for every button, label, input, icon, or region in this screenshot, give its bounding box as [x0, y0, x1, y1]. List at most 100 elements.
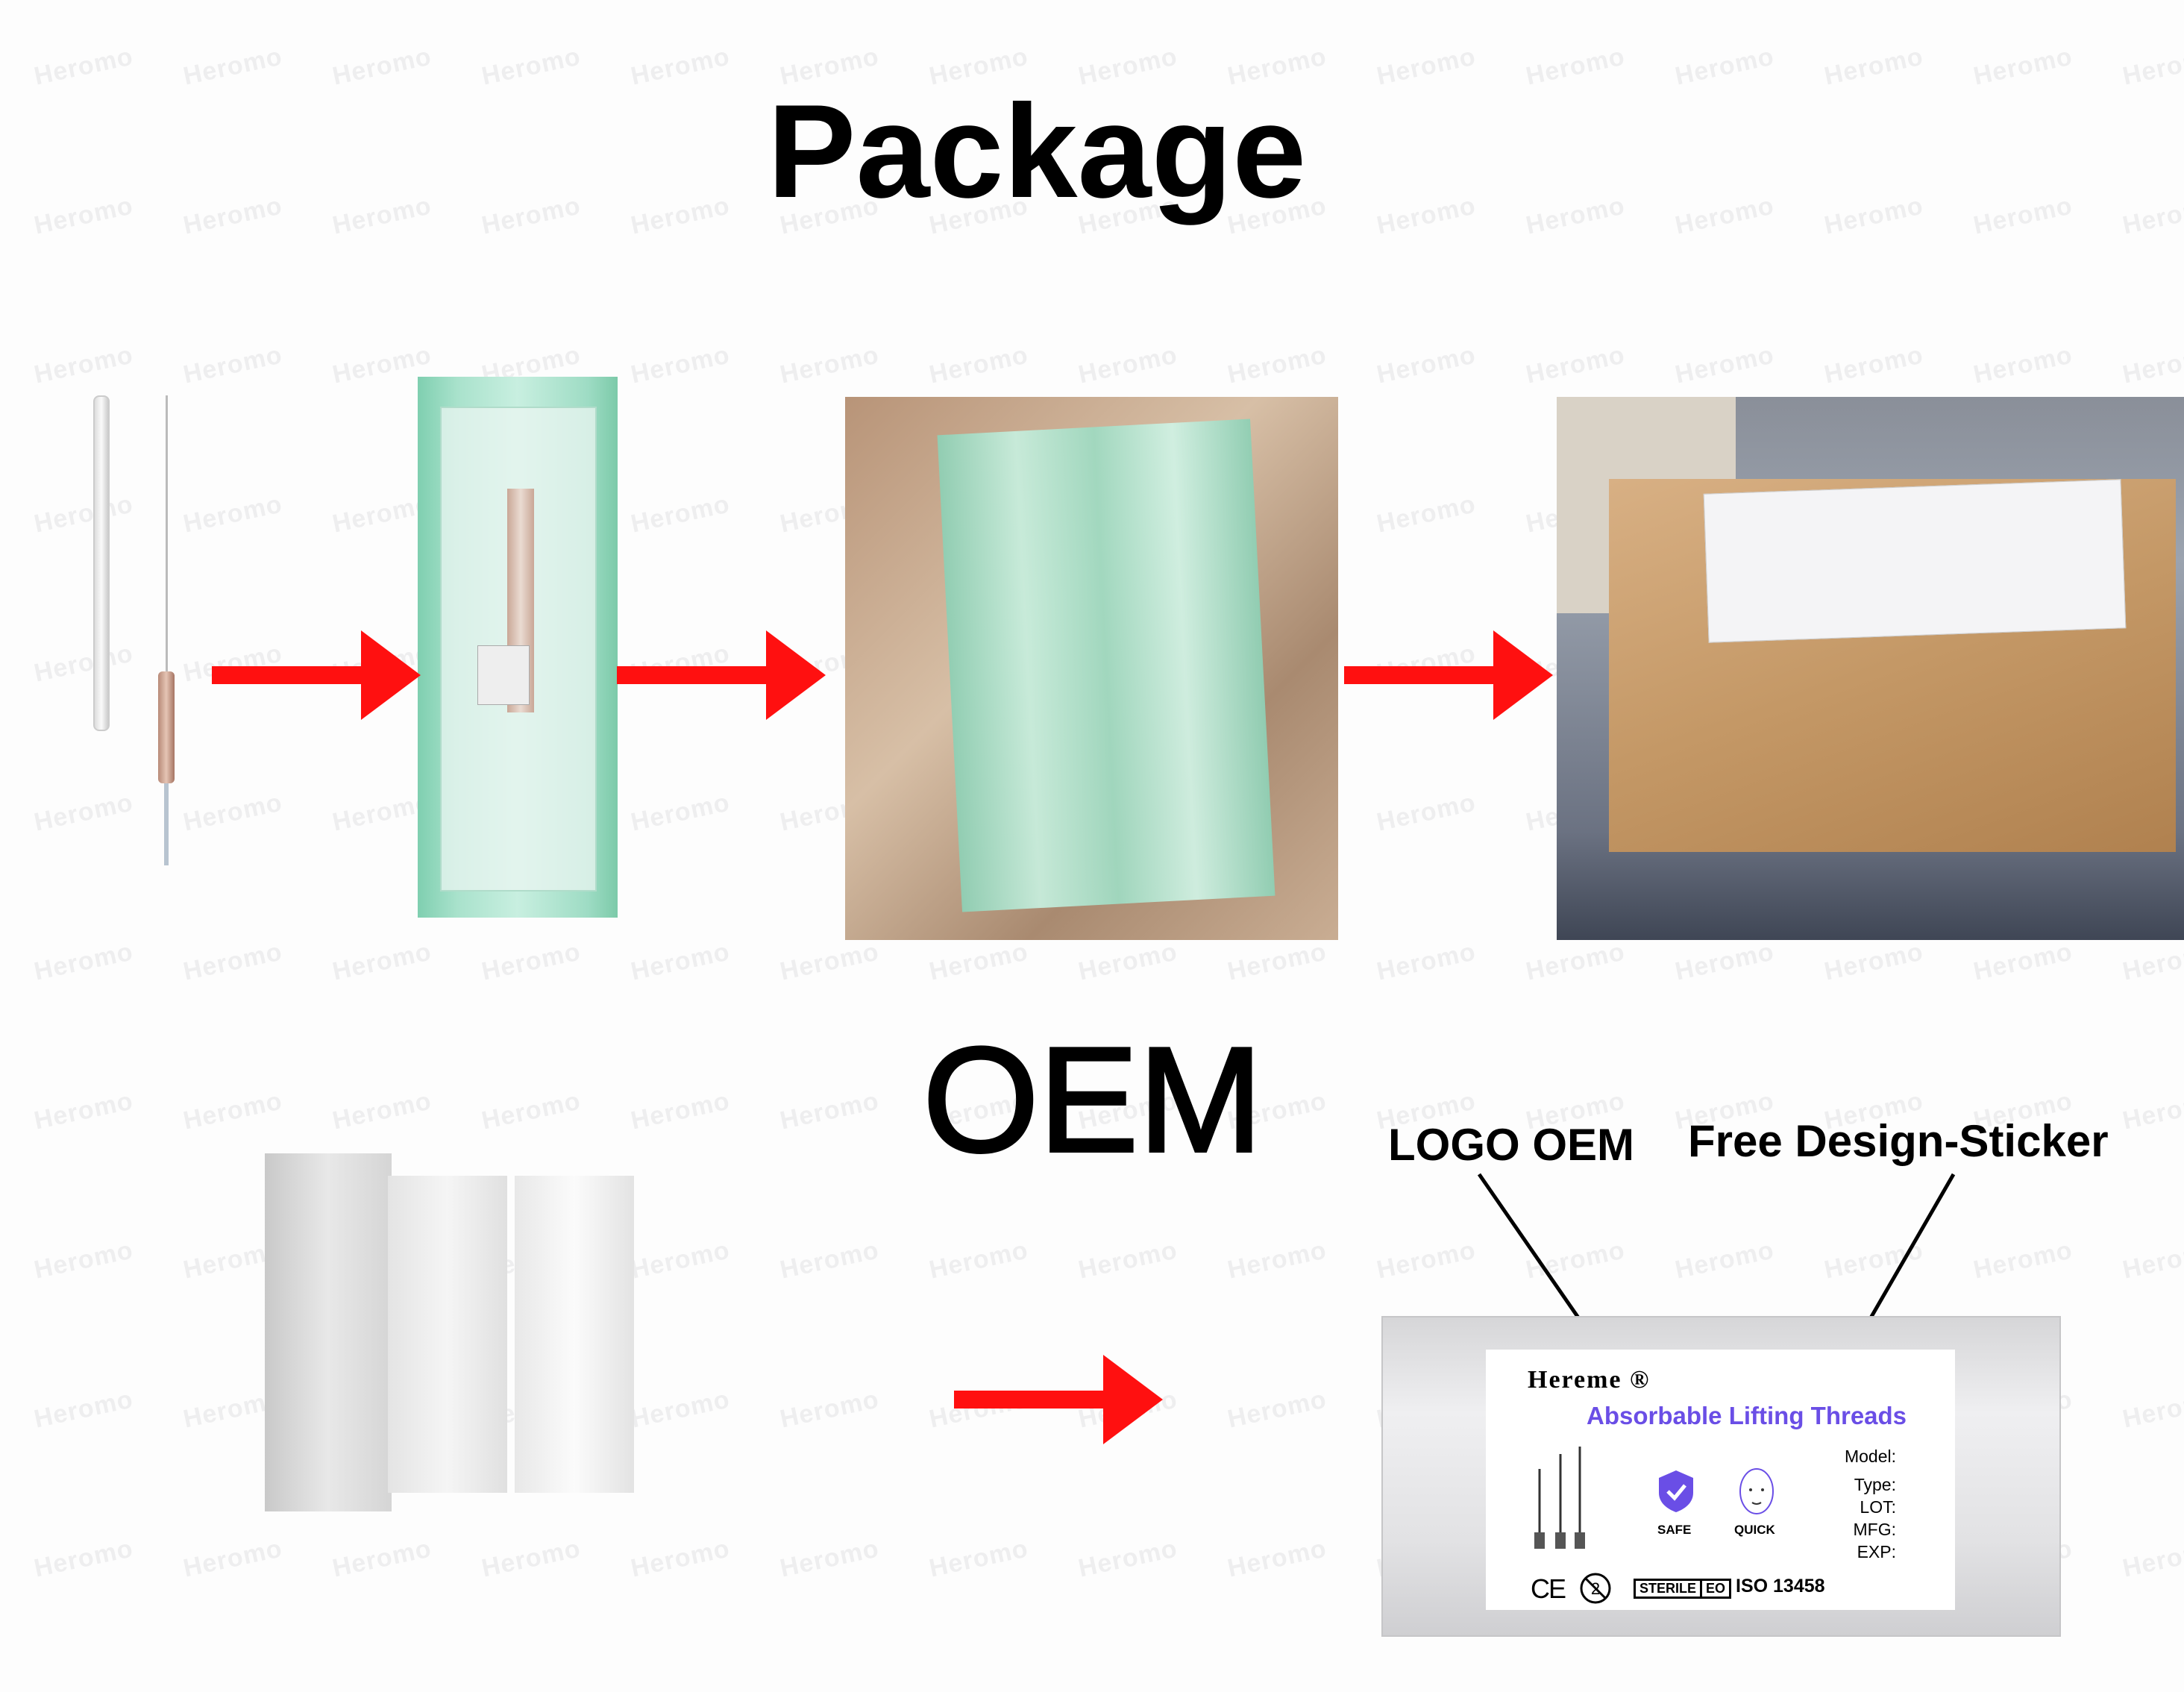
safe-label: SAFE — [1657, 1523, 1692, 1537]
eo-label: EO — [1706, 1581, 1726, 1596]
watermark-text: Heromo — [1374, 191, 1478, 240]
watermark-text: Heromo — [1225, 937, 1329, 986]
watermark-text: Heromo — [628, 937, 732, 986]
watermark-text: Heromo — [1374, 1235, 1478, 1285]
watermark-text: Heromo — [181, 42, 285, 91]
watermark-text: Heromo — [2120, 191, 2184, 240]
oem-title: OEM — [921, 1015, 1264, 1185]
watermark-text: Heromo — [1672, 42, 1777, 91]
watermark-text: Heromo — [1672, 1235, 1777, 1285]
watermark-text: Heromo — [628, 42, 732, 91]
watermark-text: Heromo — [926, 1235, 1031, 1285]
watermark-text: Heromo — [926, 1534, 1031, 1583]
watermark-text: Heromo — [479, 1086, 583, 1135]
watermark-text: Heromo — [31, 1086, 136, 1135]
watermark-text: Heromo — [1225, 340, 1329, 389]
watermark-text: Heromo — [1971, 191, 2075, 240]
watermark-text: Heromo — [1971, 42, 2075, 91]
label-fields: Model: Type: LOT: MFG: EXP: — [1814, 1445, 1896, 1563]
watermark-text: Heromo — [31, 937, 136, 986]
watermark-text: Heromo — [330, 937, 434, 986]
shipping-carton-photo — [1557, 397, 2184, 940]
watermark-text: Heromo — [1821, 1235, 1926, 1285]
watermark-text: Heromo — [1523, 1235, 1628, 1285]
watermark-text: Heromo — [31, 1534, 136, 1583]
watermark-text: Heromo — [330, 191, 434, 240]
watermark-text: Heromo — [31, 42, 136, 91]
watermark-text: Heromo — [181, 191, 285, 240]
free-design-sticker-callout: Free Design-Sticker — [1688, 1116, 2109, 1166]
watermark-text: Heromo — [628, 1385, 732, 1434]
watermark-text: Heromo — [777, 1534, 882, 1583]
watermark-text: Heromo — [1523, 42, 1628, 91]
sterile-eo-mark: STERILE EO — [1634, 1579, 1732, 1599]
watermark-text: Heromo — [628, 1235, 732, 1285]
arrow-right-icon — [954, 1355, 1163, 1444]
watermark-text: Heromo — [777, 937, 882, 986]
oem-pouches-photo — [257, 1153, 641, 1515]
watermark-text: Heromo — [479, 42, 583, 91]
watermark-text: Heromo — [777, 1235, 882, 1285]
pouches-in-box-photo — [845, 397, 1338, 940]
face-icon — [1739, 1468, 1774, 1514]
watermark-text: Heromo — [777, 340, 882, 389]
watermark-text: Heromo — [1672, 937, 1777, 986]
watermark-text: Heromo — [1225, 1534, 1329, 1583]
watermark-text: Heromo — [1374, 340, 1478, 389]
watermark-text: Heromo — [926, 937, 1031, 986]
watermark-text: Heromo — [1971, 1235, 2075, 1285]
brand-name: Hereme ® — [1528, 1366, 1651, 1394]
quick-label: QUICK — [1734, 1523, 1775, 1537]
watermark-text: Heromo — [181, 937, 285, 986]
arrow-right-icon — [1344, 630, 1553, 720]
thread-icon — [1534, 1447, 1585, 1549]
package-title: Package — [767, 77, 1307, 225]
watermark-text: Heromo — [1076, 1235, 1180, 1285]
field-exp: EXP: — [1857, 1542, 1896, 1561]
arrow-right-icon — [617, 630, 826, 720]
field-model: Model: — [1844, 1447, 1896, 1466]
watermark-text: Heromo — [777, 1385, 882, 1434]
thread-product-photo — [75, 388, 216, 865]
watermark-text: Heromo — [1971, 937, 2075, 986]
watermark-text: Heromo — [1374, 489, 1478, 539]
watermark-text: Heromo — [2120, 1385, 2184, 1434]
watermark-text: Heromo — [479, 191, 583, 240]
watermark-text: Heromo — [1821, 937, 1926, 986]
watermark-text: Heromo — [1374, 788, 1478, 837]
watermark-text: Heromo — [628, 489, 732, 539]
watermark-text: Heromo — [1523, 340, 1628, 389]
watermark-text: Heromo — [31, 191, 136, 240]
watermark-text: Heromo — [2120, 42, 2184, 91]
watermark-text: Heromo — [1821, 42, 1926, 91]
watermark-text: Heromo — [2120, 937, 2184, 986]
watermark-text: Heromo — [181, 1086, 285, 1135]
product-name: Absorbable Lifting Threads — [1587, 1402, 1907, 1429]
arrow-right-icon — [212, 630, 421, 720]
watermark-text: Heromo — [628, 1086, 732, 1135]
watermark-text: Heromo — [1374, 42, 1478, 91]
watermark-text: Heromo — [628, 788, 732, 837]
watermark-text: Heromo — [31, 1235, 136, 1285]
watermark-text: Heromo — [1076, 340, 1180, 389]
watermark-text: Heromo — [1225, 1385, 1329, 1434]
watermark-text: Heromo — [330, 1086, 434, 1135]
watermark-text: Heromo — [926, 340, 1031, 389]
watermark-text: Heromo — [1672, 191, 1777, 240]
watermark-text: Heromo — [628, 340, 732, 389]
watermark-text: Heromo — [2120, 1534, 2184, 1583]
shield-check-icon — [1659, 1470, 1693, 1512]
logo-oem-callout: LOGO OEM — [1388, 1120, 1634, 1170]
watermark-text: Heromo — [1225, 1235, 1329, 1285]
watermark-text: Heromo — [330, 1534, 434, 1583]
field-lot: LOT: — [1860, 1497, 1896, 1517]
watermark-text: Heromo — [1374, 937, 1478, 986]
sterile-label: STERILE — [1636, 1581, 1703, 1597]
watermark-text: Heromo — [1076, 1534, 1180, 1583]
watermark-text: Heromo — [31, 1385, 136, 1434]
watermark-text: Heromo — [628, 1534, 732, 1583]
watermark-text: Heromo — [1523, 191, 1628, 240]
watermark-text: Heromo — [628, 191, 732, 240]
watermark-text: Heromo — [479, 937, 583, 986]
iso-mark: ISO 13458 — [1736, 1576, 1825, 1597]
